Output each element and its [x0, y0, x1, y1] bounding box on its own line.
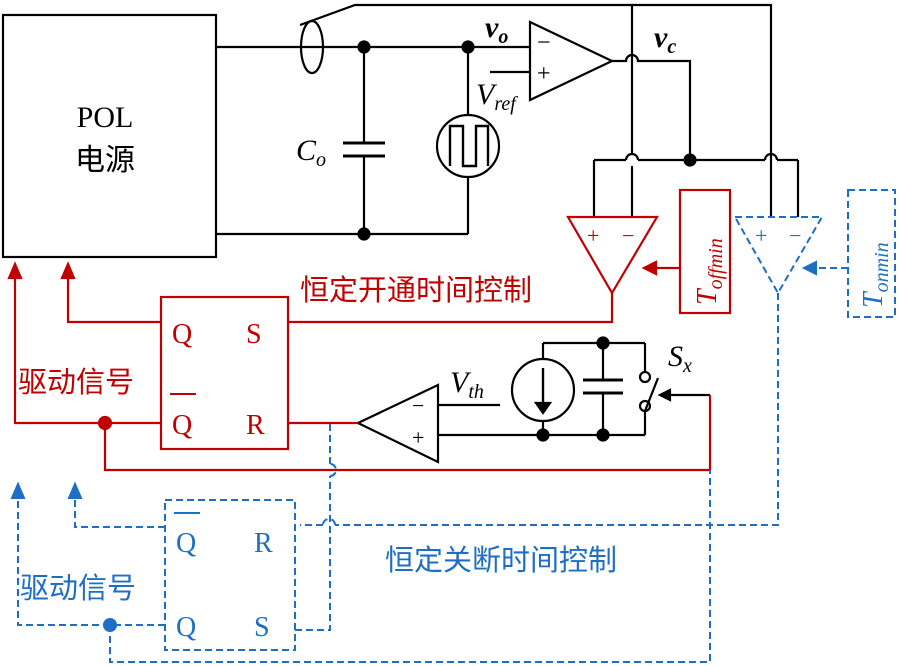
vref-label: Vref	[476, 78, 518, 115]
red-switch-drive-wire	[103, 395, 712, 472]
blue-ff-q: Q	[176, 612, 196, 643]
red-flip-flop	[159, 295, 290, 451]
const-on-title: 恒定开通时间控制	[300, 273, 532, 307]
current-source-arrowhead	[533, 401, 553, 415]
co-label: Co	[296, 134, 326, 171]
tonmin-label: Tonmin	[858, 242, 893, 308]
power-stage	[1, 3, 800, 259]
switch-blade	[643, 377, 660, 412]
constant-off-time-loop	[17, 189, 896, 663]
red-qbar-arrowhead	[7, 261, 23, 280]
vc-wire	[612, 53, 692, 160]
blue-solids	[10, 260, 817, 632]
junction-dot	[357, 40, 371, 54]
blue-qbar-wire	[74, 490, 165, 528]
blue-r-wire	[295, 476, 331, 631]
blue-q-arrowhead	[10, 481, 26, 499]
ea-plus-label: +	[537, 61, 551, 87]
blue-flip-flop	[164, 499, 296, 651]
th-cmp-plus-label: +	[412, 425, 424, 450]
blue-junction-dot	[103, 618, 117, 632]
blue-drive-signal-label: 驱动信号	[20, 571, 136, 605]
vc-label: vc	[654, 21, 676, 58]
labels: POL 电源 vo vc Vref Co Vth Sx − + + − + − …	[18, 11, 893, 643]
red-cmp-minus-label: −	[622, 223, 634, 248]
blue-ff-s: S	[254, 612, 270, 643]
red-ff-qbar: Q	[172, 410, 192, 441]
red-q-arrowhead	[60, 261, 76, 280]
error-amplifier	[528, 20, 615, 102]
blue-cmp-minus-label: −	[789, 223, 801, 248]
red-set-wire	[288, 293, 614, 324]
toffmin-block	[678, 188, 732, 315]
blue-ff-qbar: Q	[176, 528, 196, 559]
junction-dot	[461, 40, 475, 54]
junction-dot	[536, 428, 550, 442]
switch-contact	[638, 370, 652, 384]
constant-on-time-loop	[7, 188, 732, 472]
vo-label: vo	[485, 11, 508, 48]
blue-set-wire	[335, 293, 779, 526]
vth-label: Vth	[450, 366, 484, 403]
pol-block	[1, 13, 218, 259]
toffmin-label: Toffmin	[692, 238, 727, 305]
blue-set-hop	[322, 518, 336, 526]
const-off-title: 恒定关断时间控制	[385, 543, 617, 577]
junction-dot	[596, 428, 610, 442]
pol-label-line2: 电源	[75, 143, 135, 178]
junction-dot	[357, 227, 371, 241]
ea-minus-label: −	[537, 30, 551, 56]
ramp-wire-blue	[632, 3, 773, 217]
tonmin-block	[847, 189, 896, 318]
sx-label: Sx	[668, 340, 692, 377]
vc-node-hop-1	[624, 152, 640, 161]
red-cmp-plus-label: +	[587, 223, 599, 248]
red-ff-s: S	[246, 319, 262, 350]
red-drive-signal-label: 驱动信号	[18, 365, 134, 399]
blue-switch-drive-wire	[109, 470, 711, 663]
blue-cmp-plus-label: +	[755, 223, 767, 248]
threshold-network	[355, 336, 710, 464]
blue-r-hop	[329, 463, 337, 477]
red-ff-q: Q	[172, 319, 192, 350]
red-q-wire	[66, 270, 161, 324]
blue-qbar-arrowhead	[67, 481, 83, 499]
toffmin-arrowhead	[641, 260, 658, 276]
blue-ff-r: R	[254, 528, 273, 559]
switch-ctrl-arrowhead	[657, 388, 672, 402]
pulse-load	[435, 113, 501, 179]
tonmin-arrowhead	[801, 260, 817, 276]
red-ff-r: R	[246, 410, 265, 441]
pol-label-line1: POL	[77, 101, 134, 134]
th-cmp-minus-label: −	[412, 393, 424, 418]
blue-comparator	[733, 216, 824, 296]
current-probe-lead	[299, 3, 634, 155]
junction-dot	[596, 336, 610, 350]
threshold-comparator	[355, 383, 440, 464]
red-comparator	[566, 215, 659, 296]
current-source	[510, 357, 576, 423]
pulse-icon	[448, 124, 490, 168]
junction-dot	[683, 153, 697, 167]
red-qbar-wire	[13, 270, 161, 425]
red-junction-dot	[97, 415, 113, 431]
